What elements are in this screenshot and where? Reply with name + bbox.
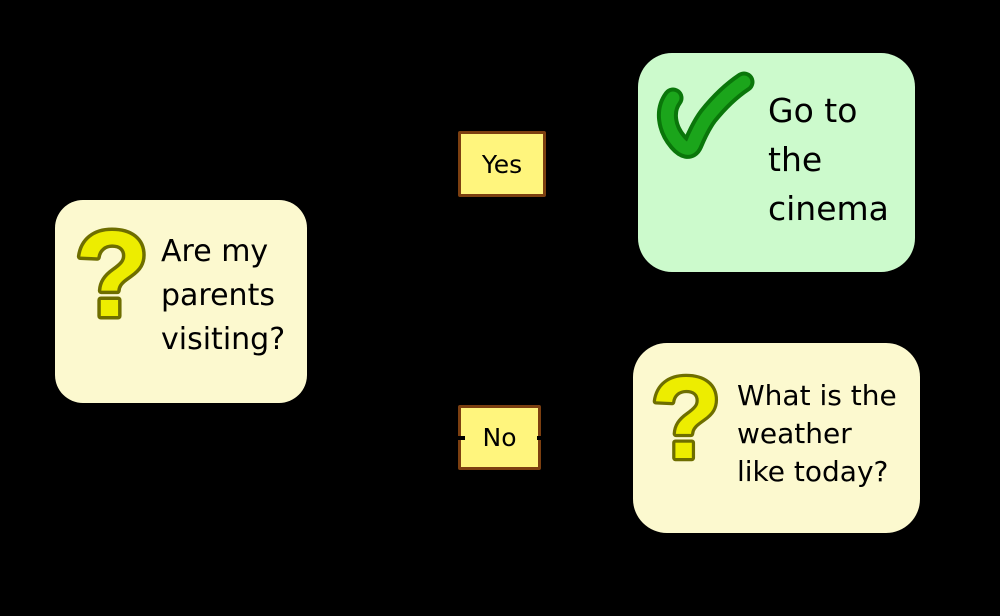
question-mark-glyph: ? [651,353,722,483]
question-mark-icon: ? [647,350,724,487]
cinema-node-text: Go to the cinema [768,91,889,228]
branch-line-stub-right [537,436,547,440]
branch-line-stub-left [455,436,465,440]
yes-label-text: Yes [481,149,523,179]
question-mark-glyph: ? [75,206,150,342]
question-mark-icon: ? [71,203,153,346]
branch-label-yes: Yes [458,131,546,197]
outcome-node-weather: ? What is the weather like today? [633,343,920,533]
checkmark-fill [660,75,751,155]
checkmark-icon [656,71,755,159]
outcome-node-cinema: Go to the cinema [638,53,915,272]
weather-node-text: What is the weather like today? [737,379,897,488]
branch-label-no: No [458,405,541,470]
no-label-text: No [482,423,517,452]
decision-node-parents-visiting: ? Are my parents visiting? [55,200,307,403]
decision-node-text: Are my parents visiting? [161,234,286,357]
